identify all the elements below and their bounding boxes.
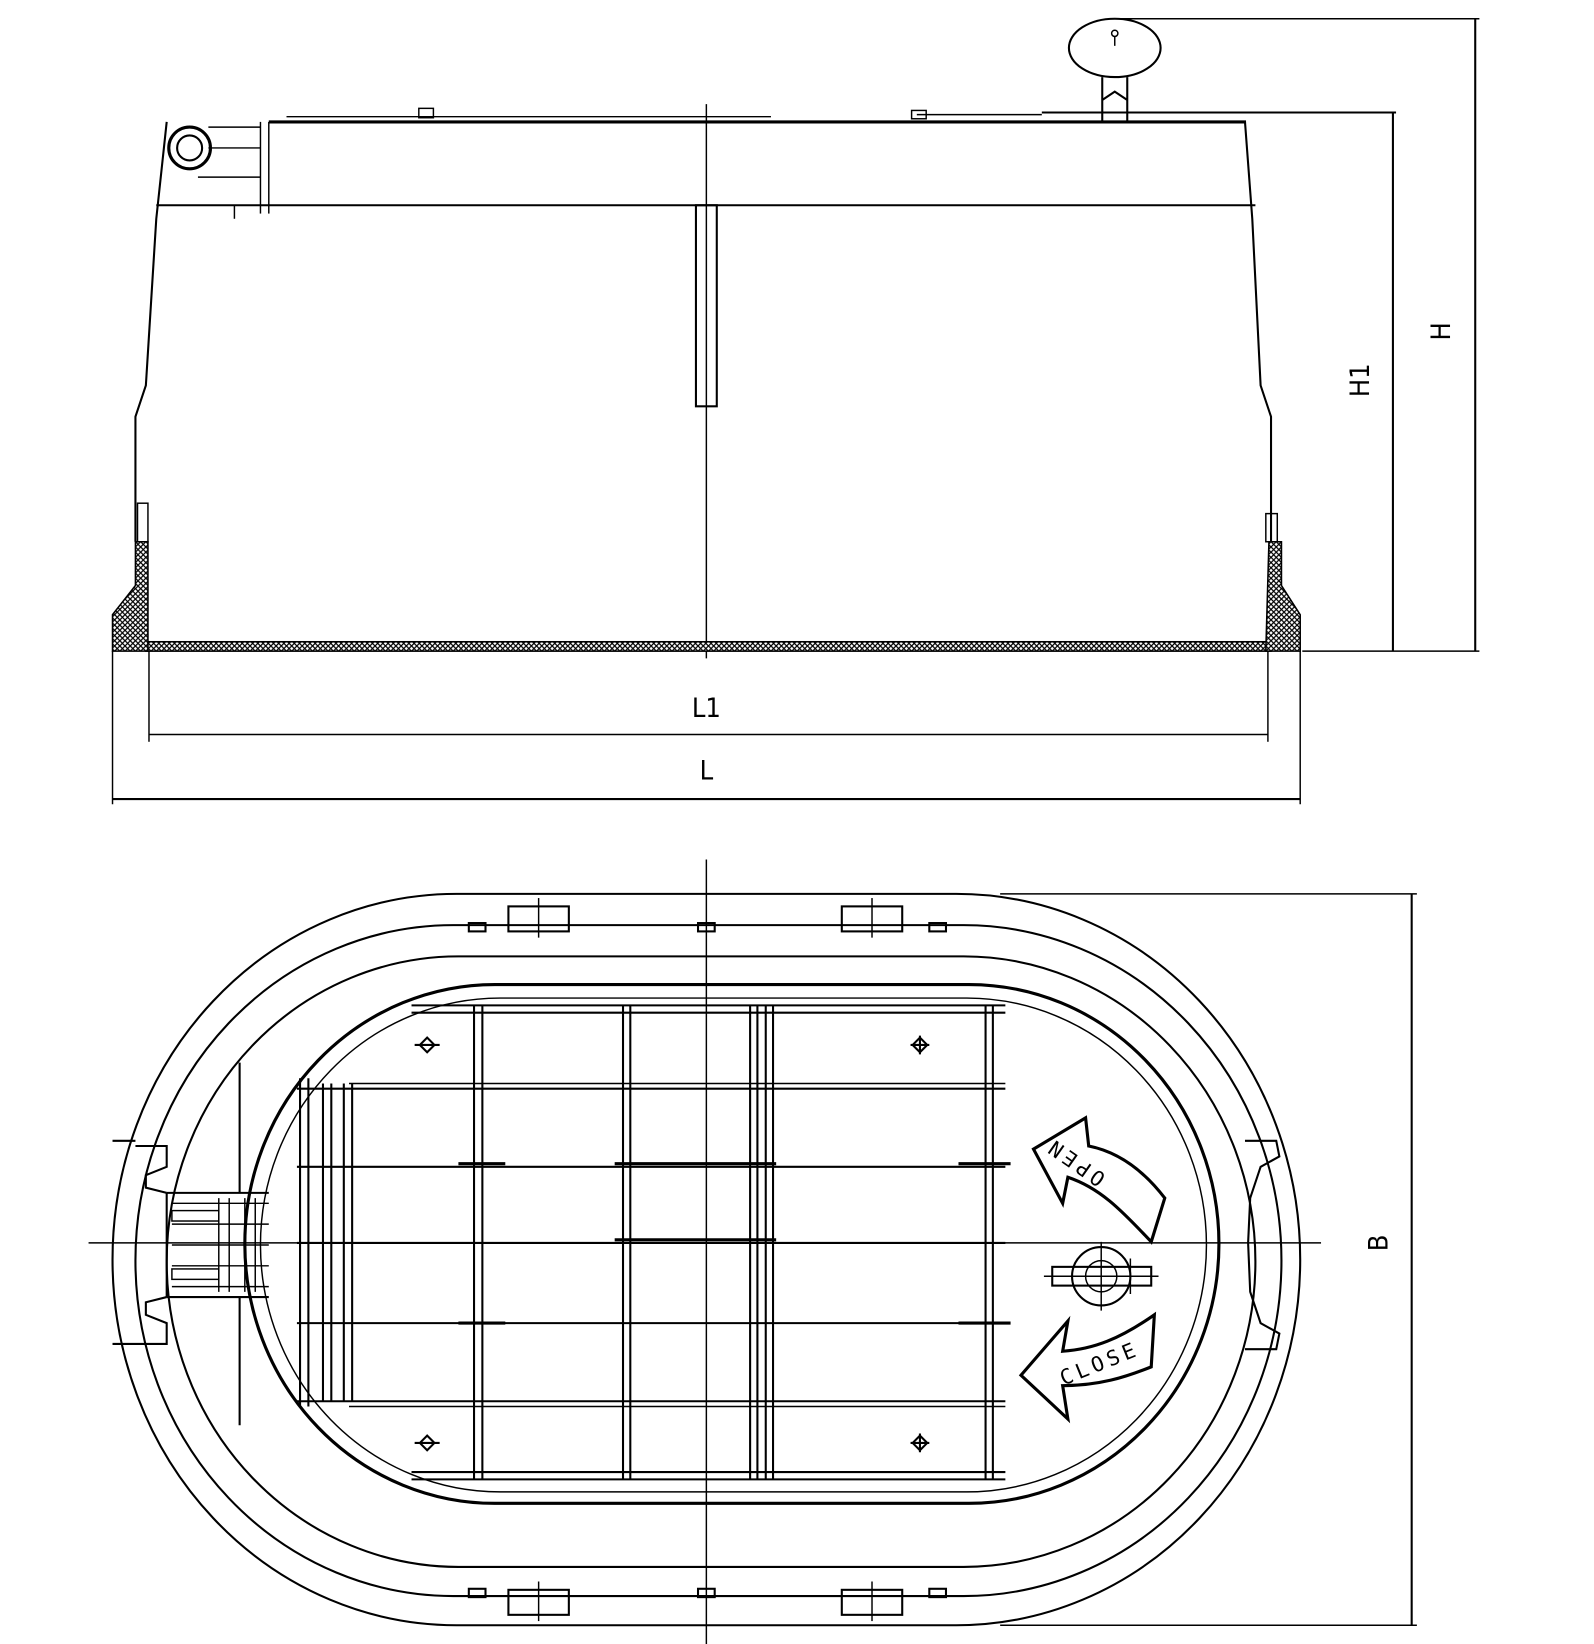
handle-icon: [1067, 17, 1162, 79]
plan-view: OPEN CLOSE B: [88, 859, 1417, 1644]
close-arrow-icon: CLOSE: [1018, 1311, 1157, 1424]
frame-tabs: [467, 898, 948, 1622]
dimension-label-L1: L1: [692, 693, 721, 724]
dimension-L: L: [111, 651, 1301, 805]
dimension-label-L: L: [700, 755, 714, 786]
right-flange: [1265, 540, 1301, 652]
left-flange: [111, 540, 149, 652]
dimension-label-H: H: [1426, 322, 1457, 340]
dimension-label-B: B: [1364, 1235, 1395, 1252]
hinge-assembly: [112, 1062, 269, 1426]
dimension-L1: L1: [148, 651, 1269, 742]
side-view: H H1 L1 L: [111, 17, 1480, 805]
base-gasket: [145, 640, 1272, 652]
bolt-icons: [414, 1035, 930, 1453]
open-arrow-icon: OPEN: [1031, 1115, 1167, 1245]
latch-right: [1244, 1139, 1281, 1351]
hinge-ring-icon: [167, 125, 213, 171]
dimension-label-H1: H1: [1345, 363, 1376, 397]
dimension-B: B: [1000, 893, 1417, 1626]
dimension-H: H: [1114, 18, 1480, 652]
lock-icon: [1043, 1241, 1159, 1311]
dimension-H1: H1: [1041, 111, 1397, 652]
body-outline: [134, 121, 1273, 542]
